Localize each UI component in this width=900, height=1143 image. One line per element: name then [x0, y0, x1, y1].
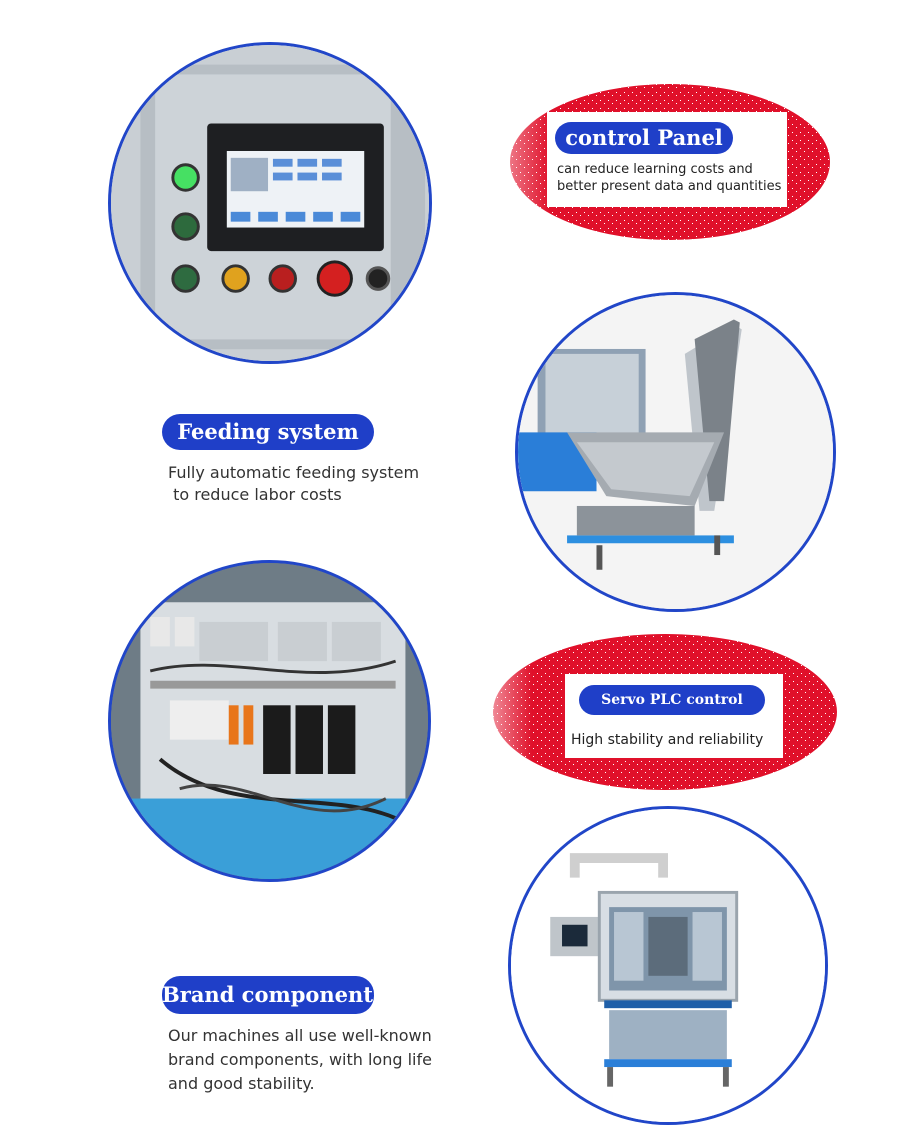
electrical-cabinet-photo — [108, 560, 431, 882]
brand-components-text-line1: Our machines all use well-known — [168, 1026, 432, 1045]
control-panel-photo — [108, 42, 432, 364]
control-panel-title: control Panel — [555, 122, 733, 154]
feeding-system-text-line2: to reduce labor costs — [168, 485, 342, 504]
machine-photo — [508, 806, 828, 1125]
brand-components-title: Brand components — [162, 976, 385, 1014]
brand-components-text-line2: brand components, with long life — [168, 1050, 432, 1069]
feeding-system-photo — [515, 292, 836, 612]
servo-plc-card: Servo PLC control High stability and rel… — [565, 674, 783, 758]
control-panel-callout: control Panel can reduce learning costs … — [455, 82, 835, 242]
brand-components-text-line3: and good stability. — [168, 1074, 315, 1093]
servo-plc-title: Servo PLC control — [579, 685, 765, 715]
control-panel-text-line1: can reduce learning costs and — [557, 162, 753, 177]
feeding-system-text-line1: Fully automatic feeding system — [168, 463, 420, 482]
servo-plc-text-line1: High stability and reliability — [571, 732, 764, 748]
control-panel-card: control Panel can reduce learning costs … — [547, 112, 787, 207]
control-panel-text-line2: better present data and quantities — [557, 179, 782, 194]
feeding-system-title: Feeding system — [162, 414, 374, 450]
servo-plc-callout: Servo PLC control High stability and rel… — [455, 632, 840, 792]
